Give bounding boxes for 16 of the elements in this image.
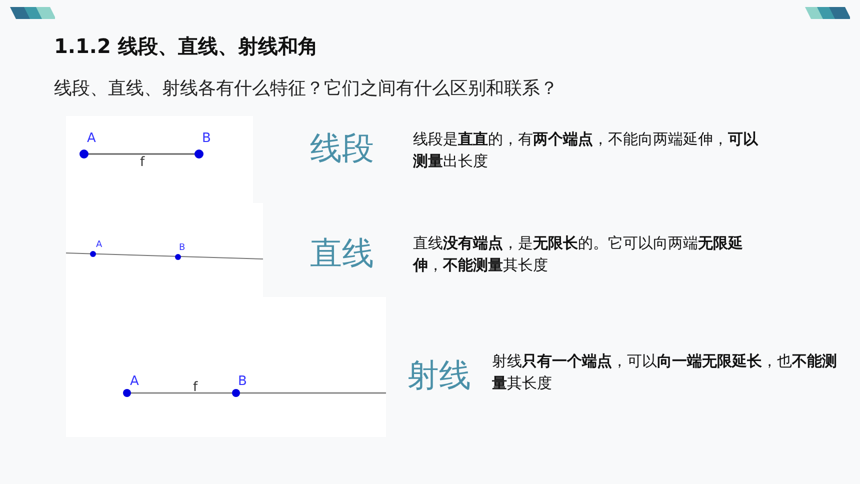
point-label: A bbox=[96, 240, 102, 250]
term-heading: 射线 bbox=[407, 355, 471, 396]
point-label: B bbox=[238, 374, 247, 389]
description-text: 直线没有端点，是无限长的。它可以向两端无限延伸，不能测量其长度 bbox=[413, 233, 744, 276]
question-text: 线段、直线、射线各有什么特征？它们之间有什么区别和联系？ bbox=[54, 77, 558, 100]
description-text: 射线只有一个端点，可以向一端无限延长，也不能测量其长度 bbox=[492, 351, 838, 394]
segment-label: f bbox=[140, 155, 145, 170]
point-label: A bbox=[87, 131, 96, 146]
slide-title: 1.1.2 线段、直线、射线和角 bbox=[54, 33, 318, 60]
term-heading: 直线 bbox=[310, 233, 374, 274]
point-label: B bbox=[202, 131, 211, 146]
description-text: 线段是直直的，有两个端点，不能向两端延伸，可以测量出长度 bbox=[413, 129, 760, 172]
point-label: B bbox=[179, 243, 186, 253]
point-label: A bbox=[130, 374, 139, 389]
segment-label: f bbox=[193, 380, 198, 395]
term-heading: 线段 bbox=[310, 128, 374, 169]
